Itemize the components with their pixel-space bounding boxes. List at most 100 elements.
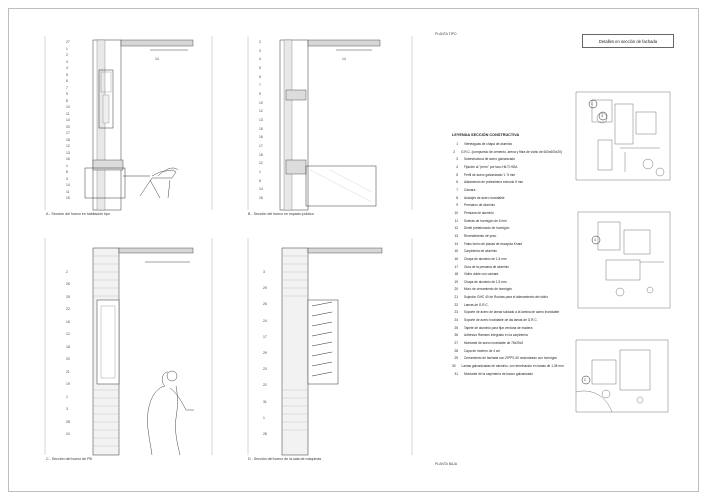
legend-number: 28: [454, 348, 458, 353]
plan-callout-3: 4: [594, 238, 596, 242]
callout-number: 5: [66, 72, 68, 77]
legend-text: Chapa de aluminio de 1,5 mm: [464, 256, 507, 261]
callout-number: 1: [66, 163, 68, 168]
callout-number: 6: [66, 79, 68, 83]
callout-number: 28: [263, 432, 267, 436]
callout-number: 18: [66, 137, 70, 142]
legend-number: 13: [454, 233, 458, 238]
legend-number: 23: [454, 310, 458, 315]
callout-number: 12: [66, 332, 70, 337]
callout-number: 16: [259, 135, 263, 140]
legend: LEYENDA SECCIÓN CONSTRUCTIVA 1 Vierteagua…: [452, 133, 564, 378]
caption-c: C - Sección del hueco de PB: [46, 457, 92, 461]
callout-number: 7: [66, 85, 68, 90]
caption-b: B - Sección del hueco en espacio público: [248, 212, 314, 216]
legend-text: Adhesivo Ramsen integrado en la carpinte…: [464, 333, 528, 338]
legend-number: 18: [454, 272, 458, 277]
legend-number: 20: [454, 287, 458, 292]
callout-number: 8: [66, 98, 68, 103]
callout-number: 14: [66, 118, 70, 122]
legend-number: 31: [454, 371, 458, 376]
legend-text: Soleras de hormigón de 6 mm: [464, 218, 507, 223]
plan-callout-1: 1: [591, 102, 593, 106]
callout-number: 22: [263, 383, 267, 388]
callout-number: 3: [66, 59, 68, 64]
callout-number: 31: [263, 399, 267, 404]
callout-number: 8: [66, 170, 68, 174]
callout-number: 14: [259, 187, 263, 192]
legend-text: Lamas galvanizadas de aluminio, con term…: [461, 364, 564, 369]
callout-number: 11: [66, 111, 70, 116]
callout-number: 28: [66, 419, 70, 424]
callout-number: 3: [66, 176, 68, 181]
callout-number: 29: [263, 351, 267, 355]
legend-number: 7: [456, 187, 458, 192]
legend-text: Subestructura de acero galvanizado: [464, 157, 516, 162]
caption-a: A - Sección del hueco en habitación tipo: [46, 212, 110, 216]
legend-title: LEYENDA SECCIÓN CONSTRUCTIVA: [452, 133, 520, 137]
legend-row: 1 Vierteaguas de chapa de aluminio: [452, 141, 562, 149]
callout-number: 13: [259, 118, 263, 122]
callout-number: 15: [259, 196, 263, 200]
callout-number: 11: [66, 189, 70, 194]
callout-number: 4: [66, 66, 68, 70]
callout-number: 13: [66, 150, 70, 155]
legend-number: 22: [454, 302, 458, 307]
legend-text: Montante de la carpintería de banco galv…: [464, 371, 533, 376]
callout-number: 20: [66, 124, 70, 129]
callout-number: 18: [259, 152, 263, 157]
legend-number: 10: [454, 210, 458, 215]
caption-d: D - Sección del hueco de la sala de máqu…: [248, 457, 322, 461]
legend-text: Premarco de aluminio: [464, 203, 496, 208]
legend-number: 29: [454, 356, 458, 361]
legend-number: 1: [456, 142, 458, 146]
legend-text: Vierteaguas de chapa de aluminio: [464, 142, 513, 146]
callout-number: 17: [263, 334, 267, 339]
legend-number: 26: [454, 333, 458, 338]
legend-row: 18 Vidrio doble con cámara: [452, 271, 562, 279]
legend-number: 6: [456, 180, 458, 185]
legend-number: 15: [454, 249, 458, 254]
callout-number: 17: [66, 131, 70, 135]
callout-number: 26: [263, 302, 267, 307]
legend-text: Perfil de acero galvanizado 'L' 5 mm: [464, 172, 516, 177]
legend-number: 3: [456, 157, 458, 162]
callout-number: 4: [259, 57, 261, 62]
legend-number: 8: [456, 195, 458, 200]
callout-number: 1: [263, 415, 265, 420]
callout-number: 25: [66, 294, 70, 299]
callout-number: 14: [66, 183, 70, 187]
callout-number: 6: [259, 74, 261, 79]
legend-text: Fijación al "perro" por taco HILTI HDA: [464, 164, 518, 169]
legend-number: 21: [454, 295, 458, 300]
legend-row: 26 Adhesivo Ramsen integrado en la carpin…: [452, 332, 562, 340]
legend-number: 16: [454, 256, 458, 261]
legend-row: 20 Muro de cerramiento de hormigón: [452, 286, 562, 294]
callout-number: 9: [66, 92, 68, 96]
callout-number: 12: [259, 109, 263, 114]
callout-number: 1: [259, 170, 261, 174]
callout-number: 10: [259, 100, 263, 105]
legend-text: Guía de la persiana de aluminio: [464, 264, 510, 269]
legend-text: Vidrio doble con cámara: [464, 272, 499, 277]
callout-number: 3: [263, 270, 265, 274]
callout-number: 24: [66, 432, 70, 436]
legend-text: Muro de cerramiento de hormigón: [464, 287, 513, 292]
callout-number: 12: [66, 144, 70, 148]
callout-number: 21: [66, 369, 70, 374]
callout-number: 1: [66, 394, 68, 399]
